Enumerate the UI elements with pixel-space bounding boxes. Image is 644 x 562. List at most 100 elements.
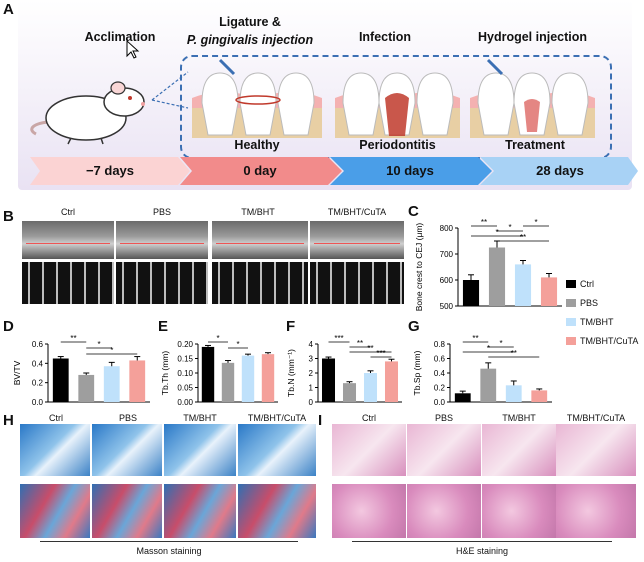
significance-stars: *	[216, 334, 219, 343]
microct-image-r2-c3	[212, 262, 308, 304]
ct-col-ctrl: Ctrl	[61, 207, 75, 217]
zoom-connector	[151, 71, 189, 109]
he-underline	[352, 541, 612, 542]
microct-image-r2-c2	[116, 262, 208, 304]
legend-item-tmbht: TM/BHT	[566, 314, 644, 329]
y-tick-label: 0.00	[177, 398, 193, 407]
ct-col-pbs: PBS	[152, 207, 171, 217]
y-axis-label: BV/TV	[12, 360, 22, 385]
bar-pbs	[488, 247, 506, 306]
masson-image-r1-c1	[20, 424, 90, 476]
significance-stars: **	[520, 233, 526, 242]
significance-stars: *	[110, 346, 113, 355]
y-tick-label: 3	[309, 355, 314, 364]
timeline-day10: 10 days	[386, 163, 434, 178]
panel-letter-i: I	[318, 412, 323, 429]
he-col-tmbhtcuta: TM/BHT/CuTA	[566, 413, 626, 423]
he-image-r1-c2	[407, 424, 481, 476]
chart-d-bvtv: 0.00.20.40.6BV/TV****	[12, 334, 150, 407]
significance-stars: ***	[334, 334, 343, 343]
y-tick-label: 0.6	[434, 355, 446, 364]
stage-ligature-line2: P. gingivalis injection	[186, 33, 314, 47]
he-image-r2-c1	[332, 484, 406, 538]
significance-stars: **	[357, 339, 363, 348]
y-tick-label: 800	[440, 224, 454, 233]
chart-g-tbsp: 0.00.20.40.60.8Tb.Sp (mm)******	[412, 334, 552, 407]
caption-he: H&E staining	[455, 546, 509, 556]
y-tick-label: 0	[309, 398, 314, 407]
he-col-ctrl: Ctrl	[362, 413, 376, 423]
masson-underline	[40, 541, 298, 542]
legend-swatch	[566, 279, 576, 288]
significance-stars: *	[97, 340, 100, 349]
tooth-treatment-illustration	[470, 58, 595, 138]
ct-col-tmbhtcuta: TM/BHT/CuTA	[327, 207, 387, 217]
bar-tm-bht-cuta	[540, 277, 558, 306]
tooth-label-periodontitis: Periodontitis	[359, 138, 436, 152]
masson-col-tmbhtcuta: TM/BHT/CuTA	[247, 413, 307, 423]
bar-ctrl	[52, 358, 69, 402]
masson-col-tmbht: TM/BHT	[183, 413, 217, 423]
legend-swatch	[566, 317, 576, 326]
panel-letter-b: B	[3, 208, 14, 225]
legend-label: PBS	[580, 297, 599, 308]
ct-col-tmbht: TM/BHT	[241, 207, 275, 217]
he-image-r2-c4	[556, 484, 636, 538]
y-tick-label: 0.0	[434, 398, 446, 407]
stage-infection: Infection	[358, 30, 412, 44]
y-axis-label: Tb.N (mm⁻¹)	[286, 349, 296, 397]
tooth-periodontitis-illustration	[335, 72, 460, 138]
timeline-day0: 0 day	[243, 163, 277, 178]
masson-image-r2-c3	[164, 484, 236, 538]
y-tick-label: 600	[440, 276, 454, 285]
y-tick-label: 2	[309, 369, 314, 378]
bar-ctrl	[454, 393, 471, 402]
y-tick-label: 0.10	[177, 369, 193, 378]
bar-tm-bht	[514, 264, 532, 306]
y-tick-label: 0.2	[32, 379, 44, 388]
masson-image-r2-c2	[92, 484, 162, 538]
bar-ctrl	[462, 280, 480, 306]
timeline-minus7: −7 days	[85, 163, 135, 178]
legend-swatch	[566, 298, 576, 307]
bar-tm-bht-cuta	[384, 361, 399, 402]
y-tick-label: 0.4	[32, 359, 44, 368]
y-tick-label: 0.2	[434, 384, 446, 393]
panel-letter-e: E	[158, 318, 169, 335]
microct-image-r1-c4	[310, 221, 404, 259]
rat-illustration	[30, 81, 145, 145]
masson-image-r2-c4	[238, 484, 316, 538]
he-image-r1-c3	[482, 424, 556, 476]
he-col-tmbht: TM/BHT	[502, 413, 536, 423]
significance-stars: *	[508, 223, 511, 232]
mouse-cursor-icon	[126, 40, 140, 59]
masson-image-r1-c4	[238, 424, 316, 476]
legend-swatch	[566, 336, 576, 345]
legend: Ctrl PBS TM/BHT TM/BHT/CuTA	[566, 276, 644, 348]
y-axis-label: Tb.Th (mm)	[160, 351, 170, 396]
significance-stars: *	[236, 340, 239, 349]
y-tick-label: 0.0	[32, 398, 44, 407]
y-tick-label: 0.05	[177, 384, 193, 393]
masson-image-r2-c1	[20, 484, 90, 538]
bar-pbs	[342, 383, 357, 402]
bar-pbs	[480, 368, 497, 402]
significance-stars: *	[534, 218, 537, 227]
masson-col-pbs: PBS	[118, 413, 137, 423]
he-image-r1-c1	[332, 424, 406, 476]
panel-letter-g: G	[408, 318, 420, 335]
microct-image-r1-c1	[22, 221, 114, 259]
bar-tm-bht	[241, 355, 255, 402]
y-tick-label: 0.15	[177, 355, 193, 364]
timeline-arrows	[30, 157, 638, 185]
masson-col-ctrl: Ctrl	[49, 413, 63, 423]
bar-tm-bht-cuta	[261, 354, 275, 402]
y-tick-label: 4	[309, 340, 314, 349]
legend-item-pbs: PBS	[566, 295, 644, 310]
legend-item-tmbhtcuta: TM/BHT/CuTA	[566, 333, 644, 348]
y-tick-label: 1	[309, 384, 314, 393]
microct-image-r2-c4	[310, 262, 404, 304]
y-tick-label: 0.4	[434, 369, 446, 378]
legend-label: Ctrl	[580, 278, 594, 289]
